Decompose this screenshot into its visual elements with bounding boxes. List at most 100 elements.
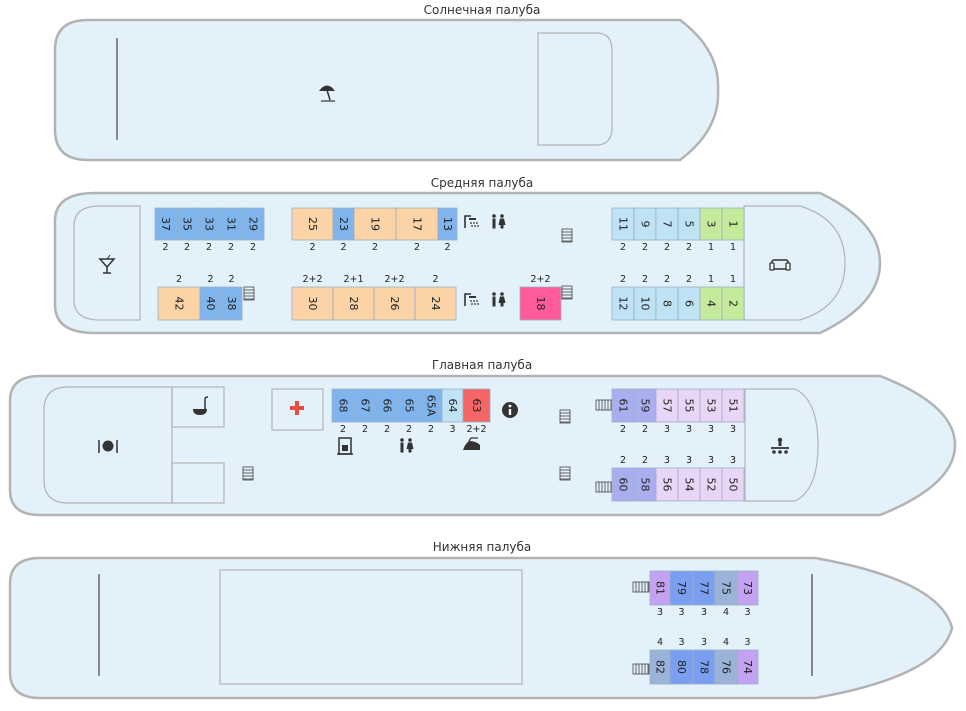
cabin-box[interactable] bbox=[736, 649, 759, 685]
toilet-icon bbox=[492, 214, 506, 229]
cabin-number: 74 bbox=[741, 660, 754, 674]
cabin-box[interactable] bbox=[220, 286, 243, 321]
cabin-capacity: 3 bbox=[686, 455, 692, 466]
cabin-4[interactable]: 41 bbox=[699, 274, 723, 321]
cabin-40[interactable]: 402 bbox=[199, 274, 222, 321]
cabin-29[interactable]: 292 bbox=[241, 207, 265, 253]
cabin-82[interactable]: 824 bbox=[649, 637, 671, 685]
cabin-number: 60 bbox=[617, 478, 630, 492]
cabin-number: 8 bbox=[661, 300, 674, 307]
cabin-number: 67 bbox=[359, 399, 372, 413]
cabin-23[interactable]: 232 bbox=[332, 207, 355, 253]
cabin-number: 26 bbox=[388, 297, 401, 311]
cabin-box[interactable] bbox=[437, 207, 458, 241]
cabin-73[interactable]: 733 bbox=[736, 570, 759, 618]
cabin-2[interactable]: 21 bbox=[721, 274, 745, 321]
shower-icon bbox=[464, 293, 479, 306]
cabin-1[interactable]: 11 bbox=[721, 207, 745, 253]
cabin-number: 11 bbox=[617, 217, 630, 231]
cabin-box[interactable] bbox=[721, 388, 745, 423]
cabin-capacity: 2 bbox=[664, 242, 670, 253]
cabin-63[interactable]: 632+2 bbox=[462, 388, 491, 435]
cabin-capacity: 2 bbox=[620, 424, 626, 435]
cabin-number: 68 bbox=[337, 399, 350, 413]
cabin-box[interactable] bbox=[721, 207, 745, 241]
cabin-number: 40 bbox=[204, 297, 217, 311]
cabin-number: 28 bbox=[347, 297, 360, 311]
cabin-37[interactable]: 372 bbox=[154, 207, 177, 253]
cabin-box[interactable] bbox=[462, 388, 491, 423]
coffee-machine-icon bbox=[337, 437, 353, 455]
cabin-13[interactable]: 132 bbox=[437, 207, 458, 253]
cabin-6[interactable]: 62 bbox=[677, 274, 701, 321]
cabin-81[interactable]: 813 bbox=[649, 570, 671, 618]
cabin-24[interactable]: 242 bbox=[414, 274, 457, 321]
cabin-capacity: 3 bbox=[730, 455, 736, 466]
cabin-number: 7 bbox=[661, 221, 674, 228]
shower-icon bbox=[464, 215, 479, 228]
cabin-33[interactable]: 332 bbox=[197, 207, 221, 253]
cabin-35[interactable]: 352 bbox=[175, 207, 199, 253]
cabin-8[interactable]: 82 bbox=[655, 274, 679, 321]
cabin-28[interactable]: 282+1 bbox=[332, 274, 375, 321]
cabin-box[interactable] bbox=[241, 207, 265, 241]
cabin-box[interactable] bbox=[721, 467, 745, 502]
cabin-55[interactable]: 553 bbox=[677, 388, 701, 435]
cabin-number: 75 bbox=[720, 581, 733, 595]
cabin-box[interactable] bbox=[414, 286, 457, 321]
cabin-box[interactable] bbox=[721, 286, 745, 321]
cabin-38[interactable]: 382 bbox=[220, 274, 243, 321]
cabin-box[interactable] bbox=[395, 207, 439, 241]
cabin-box[interactable] bbox=[736, 570, 759, 606]
cabin-5[interactable]: 52 bbox=[677, 207, 701, 253]
cabin-58[interactable]: 582 bbox=[633, 455, 657, 502]
cabin-box[interactable] bbox=[519, 286, 562, 321]
cabin-57[interactable]: 573 bbox=[655, 388, 679, 435]
cabin-42[interactable]: 42 2 bbox=[157, 274, 201, 321]
cabin-capacity: 3 bbox=[708, 424, 714, 435]
cabin-number: 42 bbox=[173, 297, 186, 311]
cabin-capacity: 3 bbox=[664, 455, 670, 466]
cabin-51[interactable]: 513 bbox=[721, 388, 745, 435]
cabin-18[interactable]: 182+2 bbox=[519, 274, 562, 321]
cabin-capacity: 2 bbox=[664, 274, 670, 285]
cabin-number: 1 bbox=[727, 221, 740, 228]
cabin-capacity: 2 bbox=[176, 274, 182, 285]
cabin-25[interactable]: 252 bbox=[291, 207, 334, 253]
cabin-11[interactable]: 112 bbox=[611, 207, 635, 253]
cabin-77[interactable]: 773 bbox=[692, 570, 716, 618]
cabin-capacity: 2+2 bbox=[302, 274, 322, 285]
cabin-box[interactable] bbox=[291, 286, 334, 321]
stairs-icon bbox=[632, 663, 650, 675]
cabin-61[interactable]: 612 bbox=[611, 388, 635, 435]
cabin-66[interactable]: 662 bbox=[375, 388, 399, 435]
cabin-number: 64 bbox=[446, 399, 459, 413]
cabin-30[interactable]: 302+2 bbox=[291, 274, 334, 321]
cabin-67[interactable]: 672 bbox=[353, 388, 377, 435]
cabin-capacity: 3 bbox=[686, 424, 692, 435]
cabin-number: 53 bbox=[705, 399, 718, 413]
cabin-80[interactable]: 803 bbox=[669, 637, 694, 685]
info-icon bbox=[502, 402, 518, 418]
cabin-box[interactable] bbox=[291, 207, 334, 241]
deck-title-sun: Солнечная палуба bbox=[424, 3, 541, 17]
cabin-capacity: 2 bbox=[686, 242, 692, 253]
cabin-12[interactable]: 122 bbox=[611, 274, 635, 321]
cabin-76[interactable]: 764 bbox=[714, 637, 738, 685]
cabin-box[interactable] bbox=[332, 286, 375, 321]
cabin-59[interactable]: 592 bbox=[633, 388, 657, 435]
cabin-number: 35 bbox=[181, 217, 194, 231]
cabin-10[interactable]: 102 bbox=[633, 274, 657, 321]
cabin-50[interactable]: 503 bbox=[721, 455, 745, 502]
cabin-capacity: 2 bbox=[444, 242, 450, 253]
cabin-17[interactable]: 172 bbox=[395, 207, 439, 253]
cabin-box[interactable] bbox=[157, 286, 201, 321]
cabin-74[interactable]: 743 bbox=[736, 637, 759, 685]
cabin-31[interactable]: 312 bbox=[219, 207, 243, 253]
cabin-number: 52 bbox=[705, 478, 718, 492]
cabin-box[interactable] bbox=[373, 286, 416, 321]
cabin-60[interactable]: 602 bbox=[611, 455, 635, 502]
cabin-79[interactable]: 793 bbox=[669, 570, 694, 618]
cabin-26[interactable]: 262+2 bbox=[373, 274, 416, 321]
